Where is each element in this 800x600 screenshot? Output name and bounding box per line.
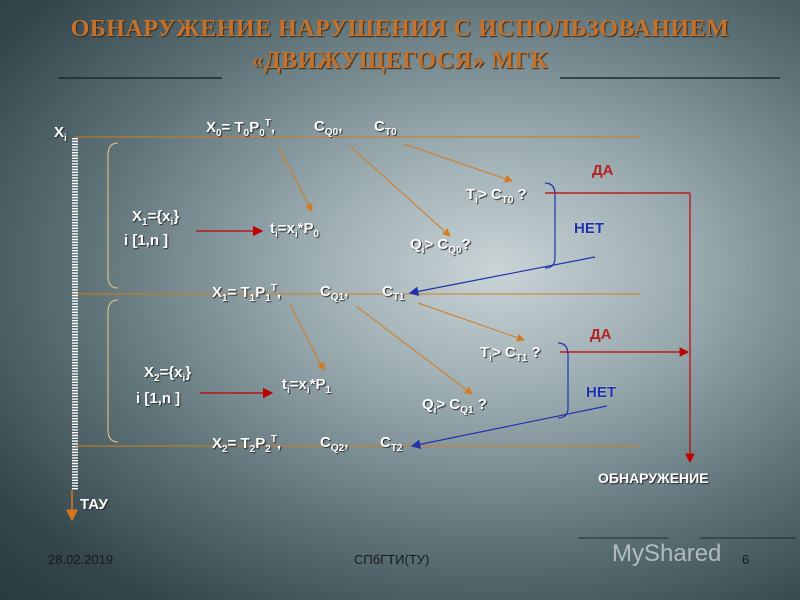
test1-no: НЕТ: [586, 384, 616, 401]
footer-org: СПбГТИ(ТУ): [354, 552, 430, 567]
row0-arrow-p: [277, 145, 313, 212]
group2-range: i [1,n ]: [136, 390, 181, 407]
row1-arrow-cq: [355, 305, 473, 395]
slide-title-line1: ОБНАРУЖЕНИЕ НАРУШЕНИЯ С ИСПОЛЬЗОВАНИЕМ: [70, 16, 730, 42]
test1-yes: ДА: [590, 326, 612, 343]
group1-range: i [1,n ]: [124, 232, 169, 249]
row0-equation: X0= T0P0T,: [206, 118, 276, 139]
group2-brace: [107, 299, 119, 443]
axis-bottom-label: ТАУ: [80, 496, 108, 513]
detection-label: ОБНАРУЖЕНИЕ: [598, 470, 709, 486]
row1-equation: X1= T1P1T,: [212, 283, 282, 304]
test1-q-cond: Qi> CQ1 ?: [422, 396, 487, 416]
row1-arrow-ct: [417, 302, 525, 342]
row0-cq: CQ0,: [314, 118, 343, 138]
row1-ct: CT1: [382, 283, 405, 303]
row2-ct: CT2: [380, 434, 403, 454]
test0-brace: [544, 182, 556, 269]
group2-set: X2={xi}: [144, 364, 192, 384]
test1-no-arrow: [410, 405, 608, 450]
row2-equation: X2= T2P2T,: [212, 434, 282, 455]
watermark-logo: MyShared: [612, 540, 722, 567]
test0-yes: ДА: [592, 162, 614, 179]
slide-title-line2: «ДВИЖУЩЕГОСЯ» МГК: [251, 48, 549, 74]
test1-t-cond: Ti> CT1 ?: [480, 344, 541, 364]
group1-brace: [107, 142, 119, 289]
group2-t: ti=xi*P1: [282, 376, 332, 396]
row0-arrow-cq: [349, 145, 451, 237]
row0-arrow-ct: [403, 143, 513, 183]
test0-no-arrow: [408, 256, 596, 297]
row1-arrow-p: [289, 304, 325, 371]
row2-cq: CQ2,: [320, 434, 349, 454]
test0-no: НЕТ: [574, 220, 604, 237]
test1-brace: [557, 342, 569, 419]
footer-page-number: 6: [742, 552, 750, 567]
footer-date: 28.02.2019: [48, 552, 114, 567]
test0-q-cond: Qi> CQ0?: [410, 236, 471, 256]
axis-top-label: Xi: [54, 124, 67, 144]
group1-t: ti=xi*P0: [270, 220, 320, 240]
group1-set: X1={xi}: [132, 208, 180, 228]
row0-ct: CT0: [374, 118, 397, 138]
row1-cq: CQ1,: [320, 283, 349, 303]
test0-t-cond: Ti> CT0 ?: [466, 186, 527, 206]
